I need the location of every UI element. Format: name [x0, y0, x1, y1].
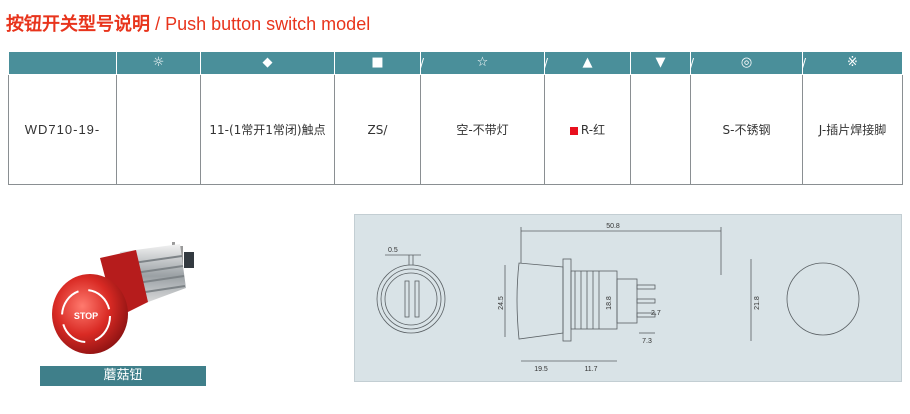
front-view-outer [376, 264, 446, 334]
dim-terminal-length: 7.3 [642, 338, 652, 345]
product-caption: 蘑菇钮 [40, 366, 206, 386]
model-spec-table: ☼ ◆ ■/ ☆/ ▲ ▼/ ◎/ ※ WD710-19- 11-(1常开1常闭… [8, 52, 903, 185]
header-cell-sun: ☼ [116, 52, 201, 75]
model-number: WD710-19- [24, 122, 101, 137]
rotate-arrow-icon [61, 289, 111, 343]
bullseye-icon: ◎ [740, 55, 753, 70]
triangle-down-icon: ▼ [655, 55, 666, 70]
side-base [616, 278, 638, 324]
dim-terminal-pitch: 2.7 [651, 310, 661, 317]
side-head [516, 262, 564, 340]
title-english: / Push button switch model [155, 14, 371, 34]
thread-lines [125, 255, 186, 295]
empty-cell [116, 74, 201, 185]
dim-bezel-length: 11.7 [584, 366, 597, 373]
empty-cell [630, 74, 691, 185]
technical-drawing: 0.5 50.8 24.5 18.8 21.8 19.5 11.7 2.7 7.… [376, 223, 860, 373]
dim-head-diameter: 24.5 [498, 296, 505, 310]
header-cell-diamond: ◆ [200, 52, 335, 75]
header-cell-triangle-down: ▼/ [630, 52, 694, 75]
header-cell-square: ■/ [334, 52, 424, 75]
model-cell: WD710-19- [8, 74, 117, 185]
front-terminal [414, 280, 420, 318]
back-view-circle [786, 262, 860, 336]
header-cell-blank [8, 52, 117, 75]
light-cell: 空-不带灯 [420, 74, 545, 185]
side-terminal [636, 298, 656, 304]
stop-label: STOP [74, 311, 98, 321]
table-row: WD710-19- 11-(1常开1常闭)触点 ZS/ 空-不带灯 R-红 S-… [8, 74, 903, 185]
front-terminal [404, 280, 410, 318]
mushroom-cap [52, 274, 128, 354]
page-title: 按钮开关型号说明 / Push button switch model [6, 10, 370, 36]
color-cell: R-红 [544, 74, 631, 185]
sun-icon: ☼ [152, 55, 165, 70]
terminal-block [184, 252, 194, 268]
dim-head-length: 19.5 [534, 366, 548, 373]
header-cell-star: ☆/ [420, 52, 548, 75]
color-value: R-红 [580, 123, 606, 137]
square-icon: ■ [371, 55, 384, 70]
separator-slash: / [689, 56, 694, 70]
shape-cell: ZS/ [334, 74, 421, 185]
product-photo: STOP [40, 222, 206, 366]
diamond-icon: ◆ [262, 55, 273, 70]
header-cell-bullseye: ◎/ [690, 52, 806, 75]
front-view-ring [380, 268, 442, 330]
side-terminal [636, 312, 656, 318]
material-cell: S-不锈钢 [690, 74, 803, 185]
separator-slash: / [419, 56, 424, 70]
dim-body-height: 21.8 [754, 296, 761, 310]
dim-bezel-thickness: 0.5 [388, 247, 398, 254]
side-bezel [562, 258, 572, 342]
dim-thread-diameter: 18.8 [606, 296, 613, 310]
dim-overall-length: 50.8 [606, 223, 620, 230]
header-cell-triangle-up: ▲ [544, 52, 631, 75]
terminal-cell: J-插片焊接脚 [802, 74, 903, 185]
side-terminal [636, 284, 656, 290]
dimension-drawing: 0.5 50.8 24.5 18.8 21.8 19.5 11.7 2.7 7.… [354, 214, 902, 382]
mushroom-button-illustration: STOP [52, 242, 194, 354]
separator-slash: / [543, 56, 548, 70]
triangle-up-icon: ▲ [582, 55, 593, 70]
title-chinese: 按钮开关型号说明 [6, 14, 150, 35]
red-swatch-icon [569, 126, 578, 135]
header-cell-reference: ※ [802, 52, 903, 75]
star-icon: ☆ [476, 55, 489, 70]
front-view-inner [384, 272, 438, 326]
separator-slash: / [801, 56, 806, 70]
reference-mark-icon: ※ [847, 55, 858, 70]
table-header-row: ☼ ◆ ■/ ☆/ ▲ ▼/ ◎/ ※ [8, 52, 903, 75]
contacts-cell: 11-(1常开1常闭)触点 [200, 74, 335, 185]
